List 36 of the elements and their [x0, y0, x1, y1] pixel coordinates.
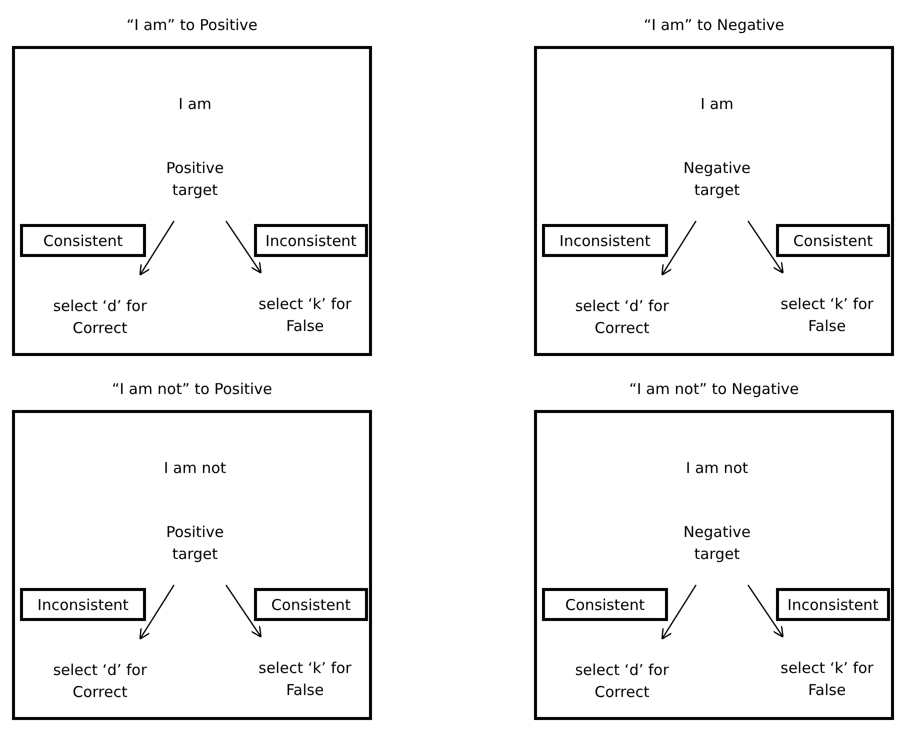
condition-label: Consistent [776, 224, 890, 257]
condition-label: Consistent [542, 588, 668, 621]
target-word: Positive target [165, 158, 225, 201]
target-word: Negative target [682, 158, 752, 201]
arrow [747, 584, 784, 638]
panel-title: “I am not” to Positive [110, 379, 274, 400]
condition-label: Consistent [254, 588, 368, 621]
response-instruction: select ‘k’ for False [258, 658, 352, 701]
arrow [225, 584, 262, 638]
response-instruction: select ‘k’ for False [258, 294, 352, 337]
condition-label: Inconsistent [776, 588, 890, 621]
response-instruction: select ‘d’ for Correct [574, 660, 670, 703]
prime-word: I am [178, 94, 212, 115]
response-instruction: select ‘d’ for Correct [52, 660, 148, 703]
arrow [139, 220, 175, 276]
response-instruction: select ‘d’ for Correct [52, 296, 148, 339]
condition-label: Consistent [20, 224, 146, 257]
condition-label: Inconsistent [254, 224, 368, 257]
prime-word: I am not [164, 458, 226, 479]
arrow [139, 584, 175, 640]
panel-title: “I am” to Positive [126, 15, 258, 36]
prime-word: I am [700, 94, 734, 115]
panel-title: “I am not” to Negative [628, 379, 800, 400]
arrow [661, 584, 697, 640]
arrow [747, 220, 784, 274]
response-instruction: select ‘d’ for Correct [574, 296, 670, 339]
target-word: Positive target [165, 522, 225, 565]
panel-title: “I am” to Negative [642, 15, 786, 36]
prime-word: I am not [686, 458, 748, 479]
response-instruction: select ‘k’ for False [780, 658, 874, 701]
target-word: Negative target [682, 522, 752, 565]
condition-label: Inconsistent [20, 588, 146, 621]
condition-label: Inconsistent [542, 224, 668, 257]
arrow [225, 220, 262, 274]
response-instruction: select ‘k’ for False [780, 294, 874, 337]
arrow [661, 220, 697, 276]
